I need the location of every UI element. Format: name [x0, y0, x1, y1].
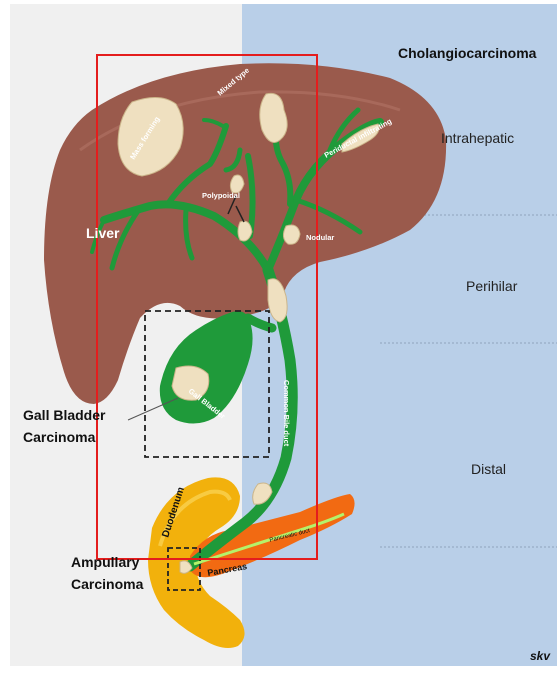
- liver-label: Liver: [86, 225, 120, 241]
- signature: skv: [530, 649, 551, 663]
- zone-intrahepatic: Intrahepatic: [441, 130, 514, 146]
- ampullary-line1: Ampullary: [71, 554, 140, 570]
- gb-carcinoma-line1: Gall Bladder: [23, 407, 106, 423]
- title: Cholangiocarcinoma: [398, 45, 537, 61]
- bile-duct-label: Common Bile duct: [282, 380, 291, 447]
- ampullary-line2: Carcinoma: [71, 576, 144, 592]
- gb-carcinoma-line2: Carcinoma: [23, 429, 96, 445]
- zone-perihilar: Perihilar: [466, 278, 518, 294]
- zone-distal: Distal: [471, 461, 506, 477]
- nodular-label: Nodular: [306, 233, 334, 242]
- polypoidal-label: Polypoidal: [202, 191, 240, 200]
- tumor-nodular: [283, 225, 300, 244]
